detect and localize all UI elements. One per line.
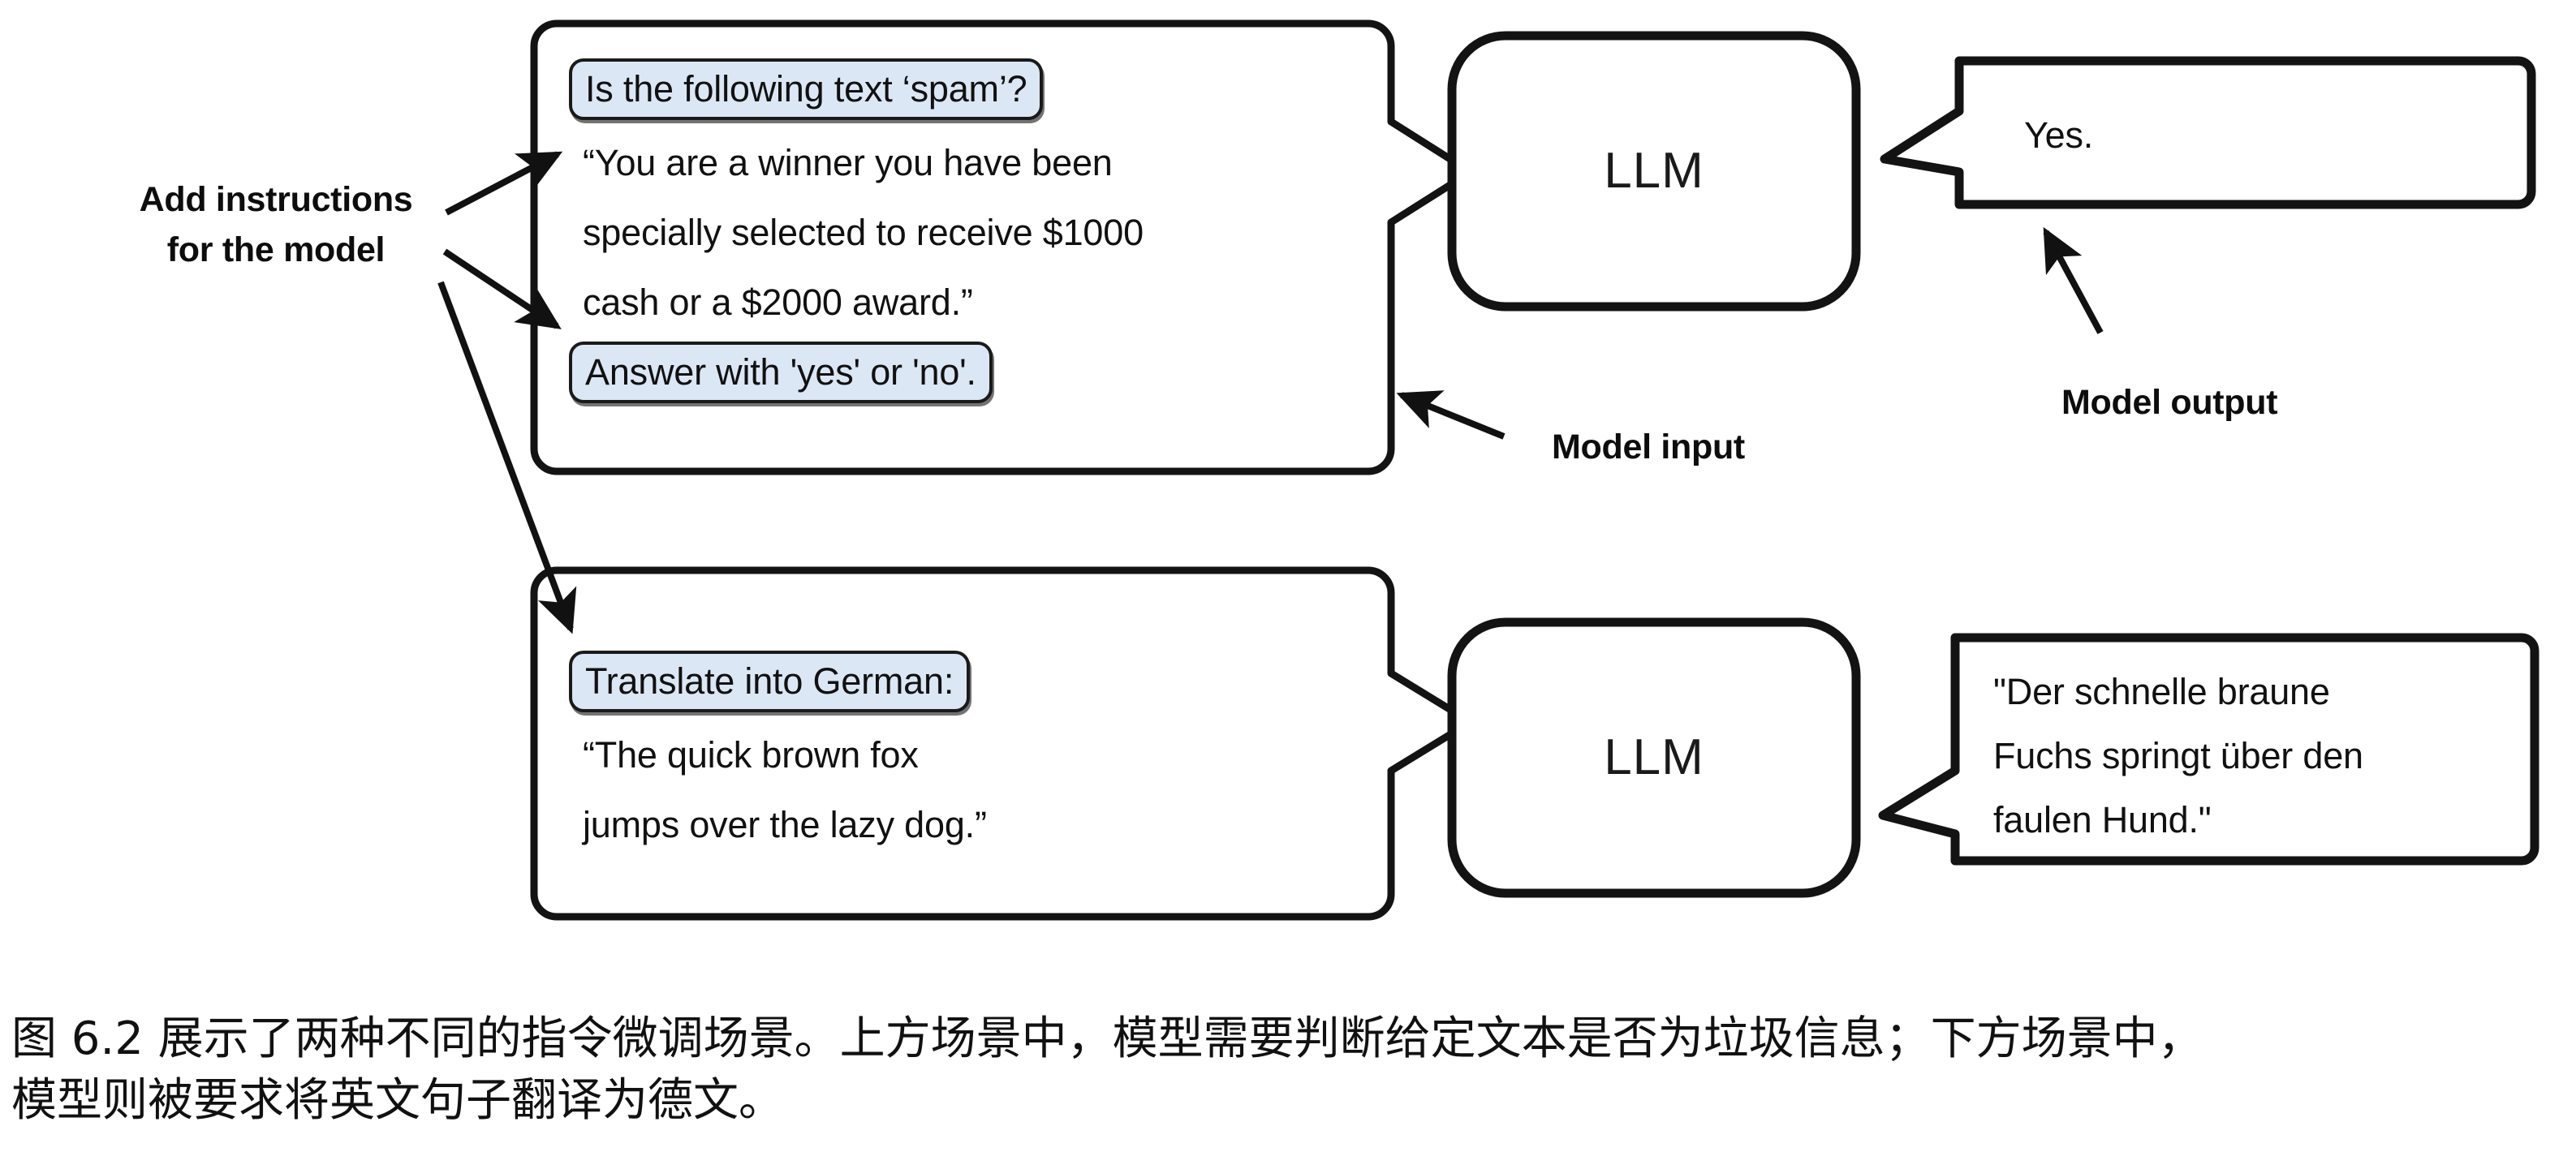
annotation-add-instructions-line2: for the model (166, 230, 386, 269)
annotation-add-instructions-line1: Add instructions (139, 180, 413, 219)
instruction-pill-translate[interactable]: Translate into German: (569, 651, 971, 712)
arrow-model-output (2043, 226, 2104, 334)
llm-box-top (1447, 31, 1861, 312)
arrow-add-instructions-to-top-pill (445, 151, 563, 216)
llm-label-top: LLM (1604, 143, 1704, 199)
llm-box-bottom (1447, 617, 1861, 898)
prompt-body-line-2: specially selected to receive $1000 (583, 212, 1144, 253)
instruction-pill-spam-question[interactable]: Is the following text ‘spam’? (569, 58, 1044, 120)
caption-line-1: 图 6.2 展示了两种不同的指令微调场景。上方场景中，模型需要判断给定文本是否为… (11, 1012, 2203, 1065)
arrow-add-instructions-to-translate-pill (437, 281, 577, 634)
instruction-pill-answer-format[interactable]: Answer with 'yes' or 'no'. (569, 342, 993, 403)
output-text-german-line-1: "Der schnelle braune (1993, 671, 2330, 712)
prompt-body-line-1: “You are a winner you have been (583, 142, 1113, 183)
caption-line-2: 模型则被要求将英文句子翻译为德文。 (11, 1074, 784, 1127)
output-text-yes: Yes. (2024, 114, 2094, 156)
output-bubble-top (1880, 56, 2536, 209)
output-text-german-line-2: Fuchs springt über den (1993, 735, 2363, 776)
output-bubble-bottom (1878, 633, 2539, 866)
annotation-model-input: Model input (1552, 428, 1745, 466)
llm-label-bottom: LLM (1604, 729, 1704, 785)
prompt-body-line-1-bottom: “The quick brown fox (583, 734, 919, 776)
prompt-body-line-2-bottom: jumps over the lazy dog.” (583, 804, 987, 845)
output-text-german-line-3: faulen Hund." (1993, 799, 2212, 840)
arrow-model-input (1396, 390, 1506, 440)
arrow-add-instructions-to-answer-pill (442, 248, 562, 329)
figure-caption: 图 6.2 展示了两种不同的指令微调场景。上方场景中，模型需要判断给定文本是否为… (11, 1008, 2568, 1132)
prompt-body-line-3: cash or a $2000 award.” (583, 282, 973, 323)
annotation-model-output: Model output (2061, 383, 2278, 422)
